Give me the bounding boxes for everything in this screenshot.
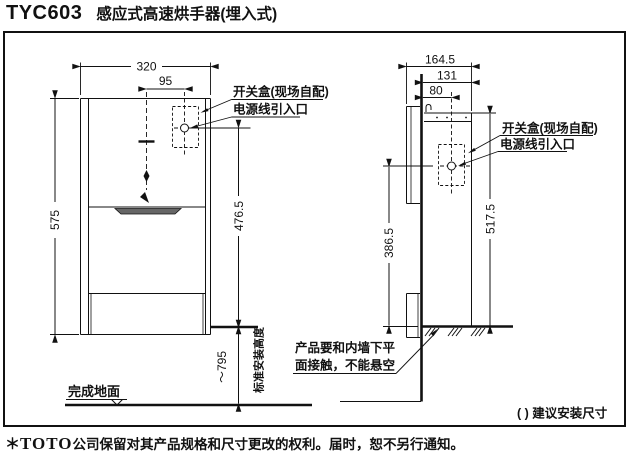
floor-label: 完成地面 (68, 384, 120, 399)
switch-box-label: 开关盒(现场自配) (502, 121, 598, 136)
dim-width: 320 (136, 60, 156, 74)
hatching (424, 327, 486, 337)
leader-arrow (430, 329, 438, 336)
brand-name: TOTO (20, 434, 73, 453)
label-bg (231, 196, 246, 236)
label-bg (131, 59, 162, 73)
page-title: TYC603 感应式高速烘手器(埋入式) (6, 2, 277, 25)
leader-arrow (190, 124, 199, 128)
switch-box-label: 开关盒(现场自配) (233, 84, 329, 99)
air-outlet (113, 208, 183, 215)
dim-inlet-offset: 80 (429, 84, 443, 98)
dim-inlet-height: 476.5 (232, 201, 246, 231)
power-inlet-label: 电源线引入口 (500, 137, 575, 152)
dim-install-height: ～795 (215, 351, 229, 383)
dim-body-depth: 131 (437, 69, 457, 83)
note-line2: 面接触，不能悬空 (295, 358, 395, 373)
top-mounting-plate (424, 112, 472, 122)
sensor-mark (143, 170, 150, 182)
label-bg (483, 199, 497, 239)
front-view (50, 62, 258, 412)
side-extension-lines (383, 62, 496, 327)
dim-total-depth: 164.5 (425, 53, 455, 67)
disclaimer: ＊TOTO公司保留对其产品规格和尺寸更改的权利。届时，恕不另行通知。 (5, 433, 464, 454)
leader-arrow (468, 147, 476, 154)
model-number: TYC603 (6, 2, 83, 24)
finished-floor: 完成地面 (65, 384, 421, 407)
leader-arrow (200, 108, 209, 113)
leader-arrow (458, 161, 466, 166)
label-bg (47, 202, 62, 238)
front-dimension-labels: 320 95 575 476.5 ～795 标准安装高度 (47, 59, 266, 394)
side-dimension-labels: 164.5 131 80 517.5 386.5 (381, 53, 498, 263)
front-body-outline (80, 98, 211, 335)
contact-note: 产品要和内墙下平 面接触，不能悬空 (293, 329, 438, 374)
footnote-mark: ＊ (5, 436, 21, 453)
dim-height: 517.5 (484, 204, 498, 234)
recessed-box-lower (406, 293, 420, 338)
power-inlet-label: 电源线引入口 (233, 102, 308, 117)
install-height-label: 标准安装高度 (252, 326, 266, 394)
dim-inlet-height: 386.5 (382, 228, 396, 258)
paren-note: ( ) 建议安装尺寸 (517, 406, 608, 421)
side-power-inlet (447, 161, 456, 171)
dim-height: 575 (48, 210, 62, 230)
side-dimension-lines (386, 63, 493, 334)
front-power-inlet (180, 123, 189, 133)
hands-arrow (140, 192, 149, 203)
label-bg (381, 223, 396, 263)
drawing-frame (3, 31, 626, 427)
side-switch-box (438, 92, 470, 195)
front-callouts: 开关盒(现场自配) 电源线引入口 (190, 84, 329, 128)
note-line1: 产品要和内墙下平 (295, 340, 396, 355)
disclaimer-text: 公司保留对其产品规格和尺寸更改的权利。届时，恕不另行通知。 (72, 437, 465, 452)
recessed-box-upper (406, 106, 420, 204)
dim-switch-offset: 95 (159, 74, 173, 88)
floor-level-triangle (110, 399, 124, 406)
product-name: 感应式高速烘手器(埋入式) (96, 6, 278, 23)
front-centerline (138, 92, 155, 203)
side-callouts: 开关盒(现场自配) 电源线引入口 (458, 121, 598, 166)
front-switch-box (172, 92, 199, 155)
hanger-hook (425, 103, 432, 112)
